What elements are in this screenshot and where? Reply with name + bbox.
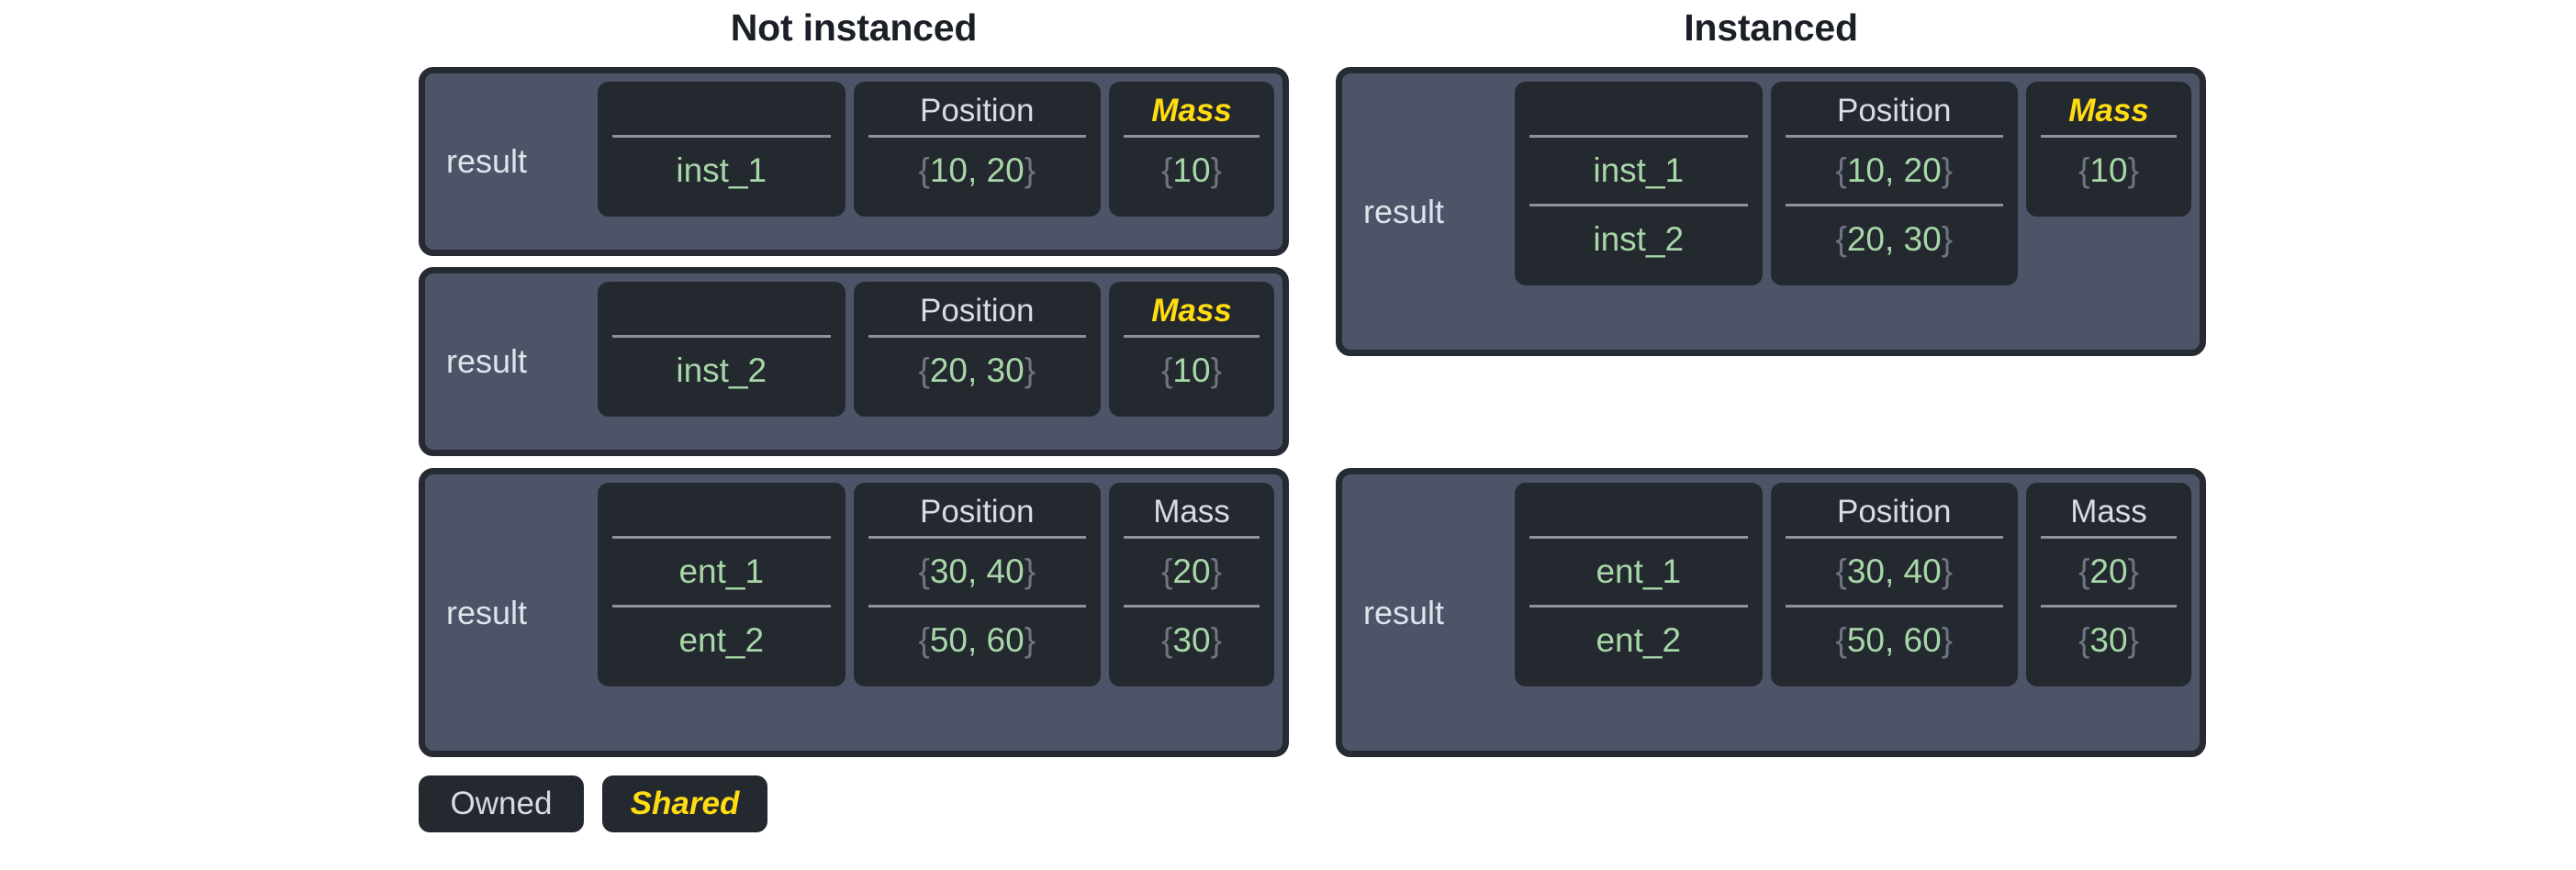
value-cell: {10}	[1124, 335, 1260, 404]
panel-label-result: result	[1363, 593, 1445, 631]
column-position: Position {20, 30}	[853, 282, 1101, 417]
value-cell: ent_2	[612, 605, 831, 674]
value-cell: ent_2	[1529, 605, 1748, 674]
value-cell: {20, 30}	[1785, 204, 2003, 273]
column-mass: Mass {10}	[1109, 282, 1274, 417]
column-position: Position {10, 20}{20, 30}	[1770, 82, 2018, 285]
value-cell: inst_1	[1529, 135, 1748, 204]
panel-label-result: result	[446, 593, 528, 631]
legend-chip-shared-label: Shared	[630, 786, 740, 821]
value-cell: inst_1	[612, 135, 831, 204]
value-cell: {10, 20}	[1785, 135, 2003, 204]
not-instanced-result-panel: result inst_1 Position {10, 20} Mass {10}	[419, 67, 1289, 256]
column-header: Position	[919, 93, 1035, 128]
value-cell: {30, 40}	[1785, 536, 2003, 605]
column-position: Position {10, 20}	[853, 82, 1101, 217]
legend-chip-owned[interactable]: Owned	[419, 775, 584, 832]
column-entity-name: inst_1	[598, 82, 846, 217]
value-cell: {10}	[1124, 135, 1260, 204]
column-header: Mass	[2068, 93, 2149, 128]
value-cell: {10}	[2041, 135, 2177, 204]
panel-label-result: result	[446, 142, 528, 180]
panel-label-result: result	[446, 342, 528, 380]
legend: Owned Shared	[419, 775, 767, 832]
column-header: Mass	[1153, 494, 1230, 530]
value-cell: ent_1	[1529, 536, 1748, 605]
column-entity-name: inst_2	[598, 282, 846, 417]
column-header: Position	[1836, 93, 1952, 128]
column-position: Position {30, 40}{50, 60}	[853, 483, 1101, 686]
value-cell: {30}	[2041, 605, 2177, 674]
column-header	[612, 87, 831, 135]
column-mass: Mass {20}{30}	[2026, 483, 2191, 686]
panel-label-result: result	[1363, 192, 1445, 230]
legend-chip-shared[interactable]: Shared	[602, 775, 767, 832]
value-cell: inst_2	[612, 335, 831, 404]
value-cell: {20}	[2041, 536, 2177, 605]
value-cell: inst_2	[1529, 204, 1748, 273]
column-header	[612, 287, 831, 335]
column-header: Mass	[2070, 494, 2147, 530]
column-header: Mass	[1151, 293, 1232, 329]
column-header: Position	[1836, 494, 1952, 530]
not-instanced-result-panel: result inst_2 Position {20, 30} Mass {10}	[419, 267, 1289, 456]
section-title-instanced: Instanced	[1684, 6, 1858, 49]
value-cell: {20}	[1124, 536, 1260, 605]
column-mass: Mass {10}	[1109, 82, 1274, 217]
value-cell: ent_1	[612, 536, 831, 605]
value-cell: {30, 40}	[868, 536, 1086, 605]
legend-chip-owned-label: Owned	[450, 786, 553, 821]
column-header: Position	[919, 293, 1035, 329]
value-cell: {50, 60}	[868, 605, 1086, 674]
column-position: Position {30, 40}{50, 60}	[1770, 483, 2018, 686]
column-header: Mass	[1151, 93, 1232, 128]
column-header	[1529, 87, 1748, 135]
value-cell: {30}	[1124, 605, 1260, 674]
value-cell: {10, 20}	[868, 135, 1086, 204]
column-header	[612, 488, 831, 536]
value-cell: {20, 30}	[868, 335, 1086, 404]
column-header: Position	[919, 494, 1035, 530]
value-cell: {50, 60}	[1785, 605, 2003, 674]
section-title-not-instanced: Not instanced	[730, 6, 978, 49]
column-mass: Mass {10}	[2026, 82, 2191, 217]
column-header	[1529, 488, 1748, 536]
column-mass: Mass {20}{30}	[1109, 483, 1274, 686]
